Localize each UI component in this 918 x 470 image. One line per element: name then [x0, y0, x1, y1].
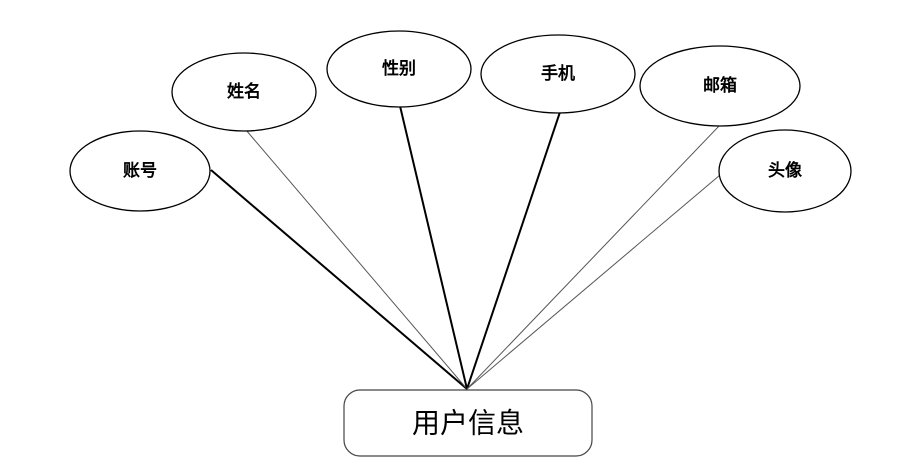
connector-phone — [466, 111, 561, 390]
connector-account — [210, 169, 468, 390]
attribute-avatar: 头像 — [718, 129, 852, 213]
connectors — [210, 105, 721, 390]
attribute-label-phone: 手机 — [541, 63, 575, 84]
entity-user-info: 用户信息 — [343, 389, 593, 457]
attribute-account: 账号 — [69, 130, 211, 212]
attribute-label-email: 邮箱 — [703, 75, 737, 96]
attribute-gender: 性别 — [326, 30, 472, 108]
attribute-ellipse — [171, 52, 317, 132]
attribute-ellipse — [718, 129, 852, 213]
attribute-phone: 手机 — [480, 34, 636, 114]
attribute-ellipse — [69, 130, 211, 212]
attribute-label-name: 姓名 — [227, 81, 261, 102]
attribute-ellipse — [326, 30, 472, 108]
attribute-ellipse — [639, 45, 801, 127]
attribute-ellipse — [480, 34, 636, 114]
attribute-name: 姓名 — [171, 52, 317, 132]
connector-email — [466, 124, 721, 390]
connector-name — [245, 129, 468, 390]
entity-box — [343, 389, 593, 457]
attribute-email: 邮箱 — [639, 45, 801, 127]
attribute-label-gender: 性别 — [382, 58, 416, 79]
attribute-label-avatar: 头像 — [768, 161, 803, 181]
connector-avatar — [466, 174, 721, 390]
entity-label: 用户信息 — [412, 407, 524, 440]
connector-gender — [399, 105, 468, 390]
attribute-label-account: 账号 — [123, 161, 157, 181]
